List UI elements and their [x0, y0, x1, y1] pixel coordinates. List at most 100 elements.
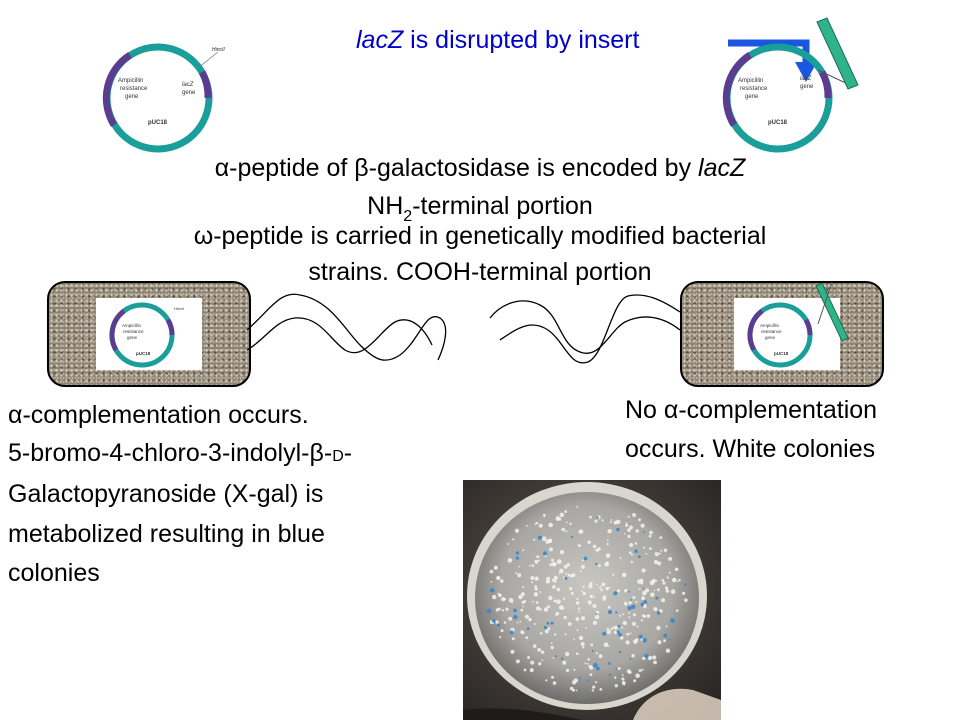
blue-colony — [595, 562, 598, 566]
cell-resistance-label-2: resistance — [761, 329, 782, 334]
white-colony — [553, 580, 557, 583]
white-colony — [578, 607, 581, 610]
white-colony — [550, 642, 553, 644]
left-alpha-symbol: α — [8, 401, 23, 429]
white-colony — [616, 589, 621, 593]
left-line5: colonies — [8, 559, 100, 587]
white-colony — [593, 596, 596, 599]
white-colony — [578, 544, 582, 548]
white-colony — [606, 539, 609, 542]
white-colony — [514, 528, 520, 533]
white-colony — [539, 632, 543, 635]
white-colony — [548, 595, 553, 601]
white-colony — [545, 579, 550, 584]
white-colony — [592, 544, 597, 549]
white-colony — [496, 576, 499, 580]
white-colony — [653, 589, 656, 592]
white-colony — [606, 543, 609, 546]
white-colony — [565, 521, 568, 524]
hincii-label: HincII — [212, 47, 225, 53]
alpha-lacz-word: lacZ — [698, 154, 746, 182]
white-colony — [592, 604, 597, 608]
white-colony — [672, 577, 677, 583]
white-colony — [546, 576, 551, 581]
blue-colony — [643, 531, 645, 534]
white-colony — [640, 523, 645, 528]
white-colony — [534, 522, 537, 525]
white-colony — [652, 655, 657, 660]
white-colony — [664, 586, 669, 590]
white-colony — [515, 659, 520, 664]
petri-dish-photo — [463, 480, 721, 720]
white-colony — [580, 642, 585, 646]
white-colony — [627, 534, 631, 539]
white-colony — [626, 669, 631, 674]
white-colony — [543, 513, 546, 517]
white-colony — [626, 632, 630, 636]
white-colony — [531, 581, 533, 584]
white-colonies-text: occurs. White colonies — [625, 433, 875, 466]
blue-colony — [489, 588, 495, 593]
white-colony — [596, 550, 599, 553]
white-colony — [641, 596, 645, 601]
white-colony — [599, 688, 603, 691]
white-colony — [656, 625, 661, 631]
blue-colony — [616, 527, 620, 532]
blue-colony — [515, 551, 520, 555]
white-colony — [625, 640, 630, 645]
blue-colony — [669, 638, 671, 641]
white-colony — [556, 559, 562, 565]
left-line4-block: metabolized resulting in blue — [8, 518, 325, 551]
blue-colony — [509, 630, 514, 635]
white-colony — [537, 648, 542, 652]
white-colony — [622, 674, 624, 676]
white-colony — [587, 600, 592, 605]
white-colony — [538, 523, 543, 528]
plasmid-box-left: Ampicillin resistance gene pUC18 HincII — [96, 298, 202, 370]
blue-colony — [617, 624, 621, 628]
white-colony — [607, 645, 610, 647]
white-colony — [627, 528, 631, 532]
white-colony — [523, 668, 527, 672]
white-colony — [522, 631, 525, 635]
lacz-disrupted-label: lacZ is disrupted by insert — [356, 24, 639, 57]
white-colony — [606, 627, 610, 631]
left-line1: -complementation occurs. — [22, 401, 309, 429]
white-colony — [678, 578, 681, 582]
blue-colony — [629, 657, 632, 660]
white-colony — [595, 681, 598, 684]
white-colony — [631, 553, 633, 556]
white-colony — [661, 579, 665, 582]
white-colony — [507, 558, 513, 563]
white-colony — [508, 597, 514, 603]
white-colony — [547, 627, 551, 630]
white-colony — [666, 576, 669, 579]
left-dash2: - — [343, 439, 353, 467]
white-colony — [587, 540, 591, 545]
plasmid-in-cell-left: Ampicillin resistance gene pUC18 HincII — [109, 302, 185, 368]
blue-colony — [497, 623, 501, 627]
white-colony — [649, 547, 652, 550]
cell-puc18-label-2: pUC18 — [774, 351, 789, 356]
blue-colony — [554, 655, 557, 658]
left-line5-block: colonies — [8, 557, 100, 590]
blue-colony — [513, 615, 518, 620]
blue-colony — [607, 609, 613, 615]
white-colony — [501, 597, 506, 602]
white-colony — [520, 608, 524, 612]
blue-colony — [583, 556, 588, 561]
blue-colony — [656, 611, 661, 615]
white-colony — [492, 594, 497, 600]
left-beta-symbol: β — [309, 439, 324, 467]
white-colony — [589, 673, 593, 676]
white-colony — [548, 538, 552, 543]
beta-symbol: β — [354, 154, 369, 182]
white-colony — [646, 614, 651, 618]
white-colony — [675, 609, 679, 612]
white-colony — [575, 617, 580, 621]
white-colony — [621, 681, 626, 685]
alpha-text-part1: -peptide of — [229, 154, 355, 182]
blue-colony — [537, 535, 543, 540]
white-colony — [645, 588, 650, 593]
white-colony — [510, 649, 515, 654]
